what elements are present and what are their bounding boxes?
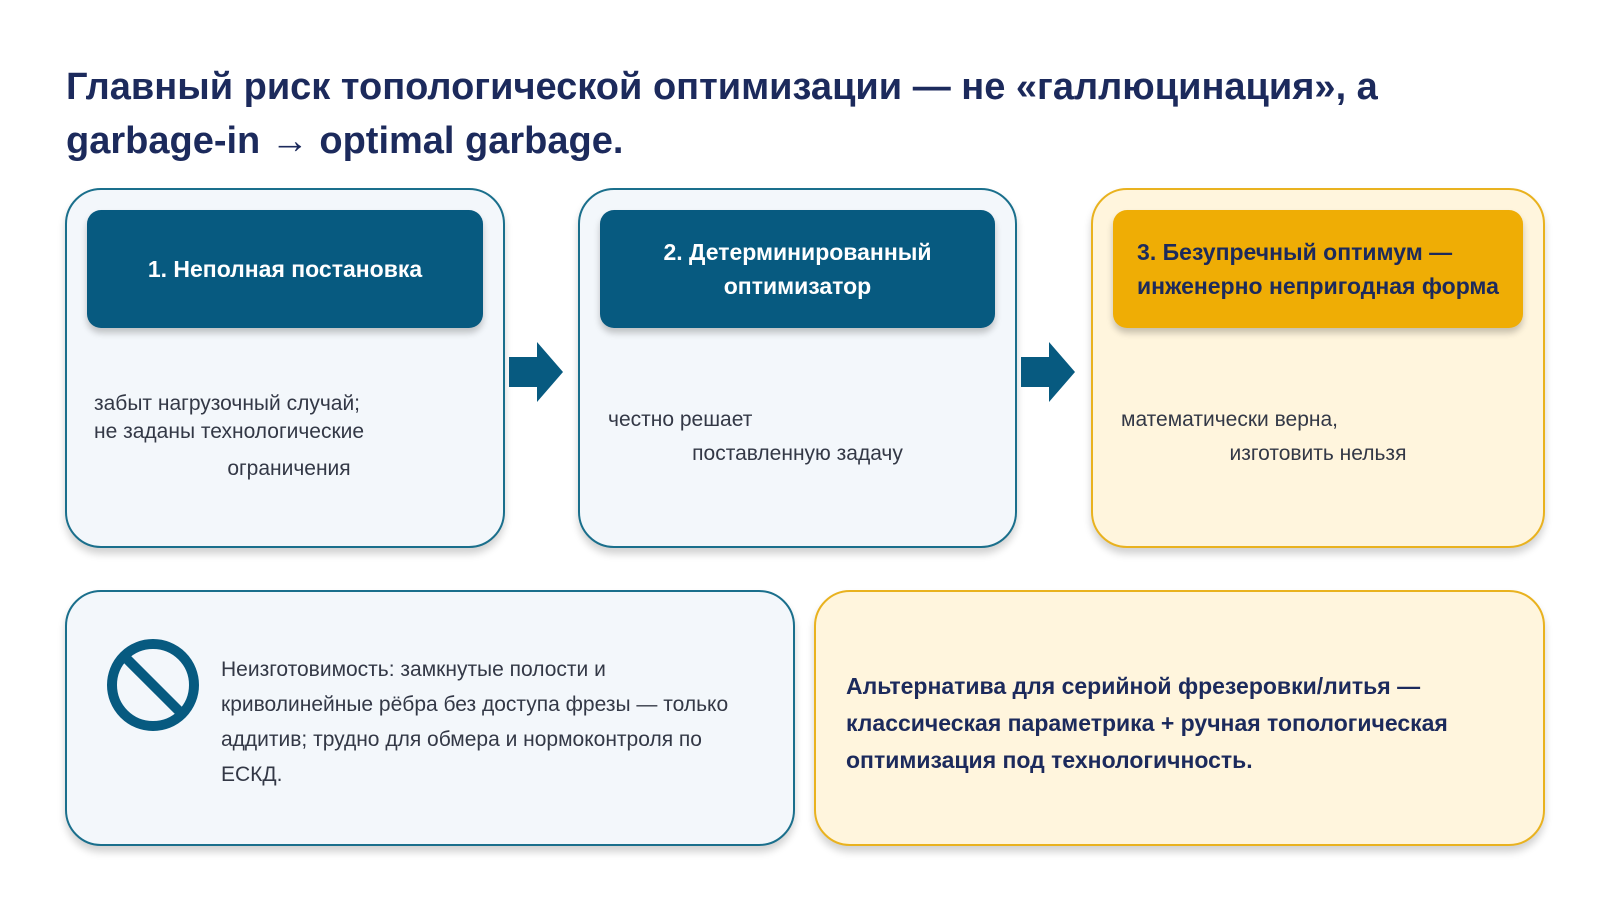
alternative-card: Альтернатива для серийной фрезеровки/лит… xyxy=(814,590,1545,846)
step-body-3: математически верна, изготовить нельзя xyxy=(1113,403,1523,471)
step-header-line: инженерно непригодная форма xyxy=(1137,273,1499,299)
step-header-line: 3. Безупречный оптимум — xyxy=(1137,239,1453,265)
step-body-line: ограничения xyxy=(227,457,351,480)
arrow-right-icon xyxy=(509,342,563,402)
step-header-1: 1. Неполная постановка xyxy=(87,210,483,328)
prohibited-icon xyxy=(107,639,199,731)
step-header-3: 3. Безупречный оптимум — инженерно непри… xyxy=(1113,210,1523,328)
arrow-right-icon xyxy=(1021,342,1075,402)
step-card-2: 2. Детерминированный оптимизатор честно … xyxy=(578,188,1017,548)
step-header-line: 1. Неполная постановка xyxy=(147,256,423,282)
limitation-card: Неизготовимость: замкнутые полости и кри… xyxy=(65,590,795,846)
step-card-3: 3. Безупречный оптимум — инженерно непри… xyxy=(1091,188,1545,548)
step-header-2: 2. Детерминированный оптимизатор xyxy=(600,210,995,328)
step-header-line: оптимизатор xyxy=(723,273,872,299)
slide-title: Главный риск топологической оптимизации … xyxy=(66,66,1378,162)
step-body-line: изготовить нельзя xyxy=(1229,442,1407,465)
step-body-2: честно решает поставленную задачу xyxy=(600,403,995,471)
step-body-line: честно решает xyxy=(608,408,753,431)
step-body-1: забыт нагрузочный случай; не заданы техн… xyxy=(94,390,483,486)
step-header-line: 2. Детерминированный xyxy=(663,239,932,265)
step-body-line: не заданы технологические xyxy=(94,420,365,443)
step-card-1: 1. Неполная постановка забыт нагрузочный… xyxy=(65,188,505,548)
step-body-line: поставленную задачу xyxy=(692,442,903,465)
limitation-text: Неизготовимость: замкнутые полости и кри… xyxy=(221,658,729,786)
alternative-text: Альтернатива для серийной фрезеровки/лит… xyxy=(846,673,1448,773)
step-body-line: математически верна, xyxy=(1121,408,1338,431)
step-body-line: забыт нагрузочный случай; xyxy=(94,392,361,415)
